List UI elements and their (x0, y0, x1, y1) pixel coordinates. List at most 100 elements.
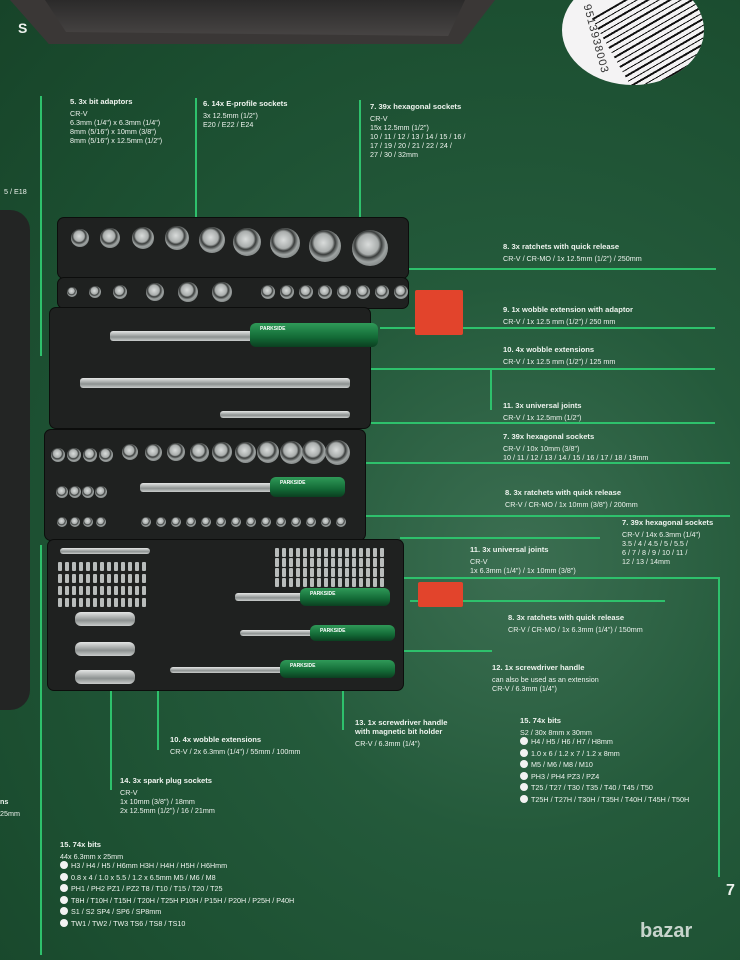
guide-line (110, 670, 112, 790)
bit (275, 578, 279, 587)
bit (345, 578, 349, 587)
spec-title: 12. 1x screwdriver handle (492, 663, 585, 672)
socket (89, 286, 101, 298)
spec-line: TW1 / TW2 / TW3 TS6 / TS8 / TS10 (60, 918, 294, 928)
bit (296, 568, 300, 577)
bit (275, 558, 279, 567)
page-number: 7 (726, 882, 735, 899)
socket (212, 442, 232, 462)
spec-line-text: 6.3mm (1/4") x 6.3mm (1/4") (70, 118, 161, 127)
spec-line-text: CR-V / 10x 10mm (3/8") (503, 444, 580, 453)
spec-title: 7. 39x hexagonal sockets (370, 102, 462, 111)
guide-line (342, 685, 344, 730)
spec-title: 14. 3x spark plug sockets (120, 776, 213, 785)
socket (280, 285, 294, 299)
spec-line: CR-V / 14x 6.3mm (1/4") (622, 530, 713, 539)
socket (165, 226, 189, 250)
socket (299, 285, 313, 299)
spec-line-text: CR-V (470, 557, 488, 566)
socket (234, 441, 256, 463)
spec-line: CR-V / 1x 12.5 mm (1/2") / 125 mm (503, 357, 615, 366)
spec-line-text: PH1 / PH2 PZ1 / PZ2 T8 / T10 / T15 / T20… (71, 884, 223, 893)
spec-title: 15. 74x bits (60, 840, 101, 849)
bit (86, 574, 90, 583)
bit (142, 586, 146, 595)
bit (142, 562, 146, 571)
bit (100, 586, 104, 595)
spec-line: 10 / 11 / 12 / 13 / 14 / 15 / 16 / (370, 132, 465, 141)
bit (282, 578, 286, 587)
spec-line: M5 / M6 / M8 / M10 (520, 760, 689, 769)
spec-line: E20 / E22 / E24 (203, 120, 287, 129)
spark-plug-socket (75, 612, 135, 626)
brand-label: PARKSIDE (290, 663, 316, 669)
spec-title: 11. 3x universal joints (503, 401, 582, 410)
socket (189, 442, 209, 462)
spec-title: 10. 4x wobble extensions (503, 345, 595, 354)
spec-line-text: can also be used as an extension (492, 675, 599, 684)
bit (72, 562, 76, 571)
bit (366, 578, 370, 587)
watermark-logo: bazar (640, 920, 693, 942)
bit (380, 578, 384, 587)
socket (318, 285, 332, 299)
spec-line-text: CR-V (370, 114, 388, 123)
socket (83, 448, 97, 462)
bit (72, 586, 76, 595)
bit (79, 586, 83, 595)
bit (359, 558, 363, 567)
spec-line-text: 8mm (5/16") x 12.5mm (1/2") (70, 136, 163, 145)
spec-line: 44x 6.3mm x 25mm (60, 852, 294, 861)
spec-line-text: 17 / 19 / 20 / 21 / 22 / 24 / (370, 141, 452, 150)
bit (289, 548, 293, 557)
spec-line: H3 / H4 / H5 / H6mm H3H / H4H / H5H / H6… (60, 861, 294, 870)
spec-line: H4 / H5 / H6 / H7 / H8mm (520, 737, 689, 746)
bit (331, 558, 335, 567)
spec-line-text: M5 / M6 / M8 / M10 (531, 760, 593, 769)
bit (282, 548, 286, 557)
bit (303, 558, 307, 567)
bit (100, 598, 104, 607)
bit (86, 598, 90, 607)
spec-line-text: CR-V (120, 788, 138, 797)
socket (56, 486, 68, 498)
spec-line: 8mm (5/16") x 10mm (3/8") (70, 127, 162, 136)
bit (114, 562, 118, 571)
bit (72, 574, 76, 583)
wobble-extension (80, 378, 350, 388)
socket (261, 285, 275, 299)
socket (257, 441, 279, 463)
spec-title: 10. 4x wobble extensions (170, 735, 262, 744)
bit (135, 562, 139, 571)
bit (352, 568, 356, 577)
spec-line-text: CR-V / CR-MO / 1x 6.3mm (1/4") / 150mm (508, 625, 643, 634)
bit (373, 568, 377, 577)
bit (296, 548, 300, 557)
spec-line: CR-V / 6.3mm (1/4") (355, 739, 447, 748)
bit (366, 568, 370, 577)
spec-line: CR-V / CR-MO / 1x 6.3mm (1/4") / 150mm (508, 625, 643, 634)
ratchet-handle: PARKSIDE (270, 477, 345, 497)
wobble-extension (220, 411, 350, 418)
socket (302, 440, 326, 464)
socket (352, 230, 388, 266)
spec-line: T25H / T27H / T30H / T35H / T40H / T45H … (520, 794, 689, 804)
socket (141, 517, 151, 527)
bit (338, 558, 342, 567)
bit (317, 558, 321, 567)
bit (352, 558, 356, 567)
socket (186, 517, 196, 527)
socket (178, 282, 198, 302)
guide-line (350, 515, 730, 517)
spec-line-text: 1x 6.3mm (1/4") / 1x 10mm (3/8") (470, 566, 576, 575)
bit (93, 574, 97, 583)
socket (246, 517, 256, 527)
bit (142, 574, 146, 583)
spec-line-text: 3.5 / 4 / 4.5 / 5 / 5.5 / (622, 539, 688, 548)
ratchet-half-inch (110, 331, 270, 341)
bit (86, 586, 90, 595)
